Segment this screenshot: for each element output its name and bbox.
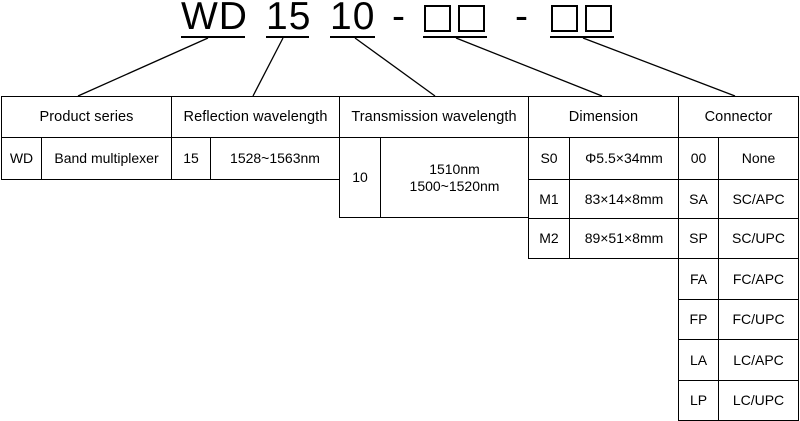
code-dash-1: - xyxy=(392,0,405,38)
line-connector xyxy=(582,37,736,97)
connector-value: SC/APC xyxy=(718,179,799,219)
product-series-code: WD xyxy=(1,137,42,180)
line-reflection xyxy=(252,37,284,97)
connector-code: FA xyxy=(678,258,719,300)
connector-value: LC/UPC xyxy=(718,380,799,421)
code-dimension-box-1 xyxy=(424,5,451,32)
header-connector: Connector xyxy=(678,96,799,138)
dimension-code: M2 xyxy=(528,218,570,259)
header-transmission-wavelength: Transmission wavelength xyxy=(339,96,529,138)
header-product-series: Product series xyxy=(1,96,172,138)
line-series xyxy=(77,37,209,97)
reflection-code: 15 xyxy=(171,137,211,180)
code-transmission: 10 xyxy=(330,0,376,38)
code-transmission-underline xyxy=(330,36,375,38)
code-connector-underline xyxy=(550,36,614,38)
transmission-value: 1510nm 1500~1520nm xyxy=(380,137,529,218)
dimension-value: Φ5.5×34mm xyxy=(569,137,679,180)
transmission-value-line2: 1500~1520nm xyxy=(409,177,500,194)
code-dimension-box-2 xyxy=(458,5,485,32)
dimension-code: M1 xyxy=(528,179,570,219)
code-connector-box-2 xyxy=(585,5,612,32)
connector-code: FP xyxy=(678,299,719,340)
line-transmission xyxy=(354,37,436,97)
connector-code: 00 xyxy=(678,137,719,180)
code-series: WD xyxy=(181,0,248,38)
dimension-value: 89×51×8mm xyxy=(569,218,679,259)
transmission-value-line1: 1510nm xyxy=(429,160,480,177)
transmission-code: 10 xyxy=(339,137,381,218)
connector-value: SC/UPC xyxy=(718,218,799,259)
reflection-value: 1528~1563nm xyxy=(210,137,340,180)
product-series-label: Band multiplexer xyxy=(41,137,172,180)
code-dash-2: - xyxy=(515,0,528,38)
connector-value: None xyxy=(718,137,799,180)
dimension-value: 83×14×8mm xyxy=(569,179,679,219)
header-dimension: Dimension xyxy=(528,96,679,138)
header-reflection-wavelength: Reflection wavelength xyxy=(171,96,340,138)
connector-code: LA xyxy=(678,339,719,381)
connector-value: LC/APC xyxy=(718,339,799,381)
code-dimension-underline xyxy=(423,36,487,38)
connector-value: FC/APC xyxy=(718,258,799,300)
line-dimension xyxy=(455,37,603,97)
connector-value: FC/UPC xyxy=(718,299,799,340)
connector-code: LP xyxy=(678,380,719,421)
connector-code: SA xyxy=(678,179,719,219)
code-reflection-underline xyxy=(266,36,309,38)
code-series-underline xyxy=(181,36,245,38)
code-connector-box-1 xyxy=(551,5,578,32)
code-reflection: 15 xyxy=(266,0,312,38)
connector-code: SP xyxy=(678,218,719,259)
dimension-code: S0 xyxy=(528,137,570,180)
